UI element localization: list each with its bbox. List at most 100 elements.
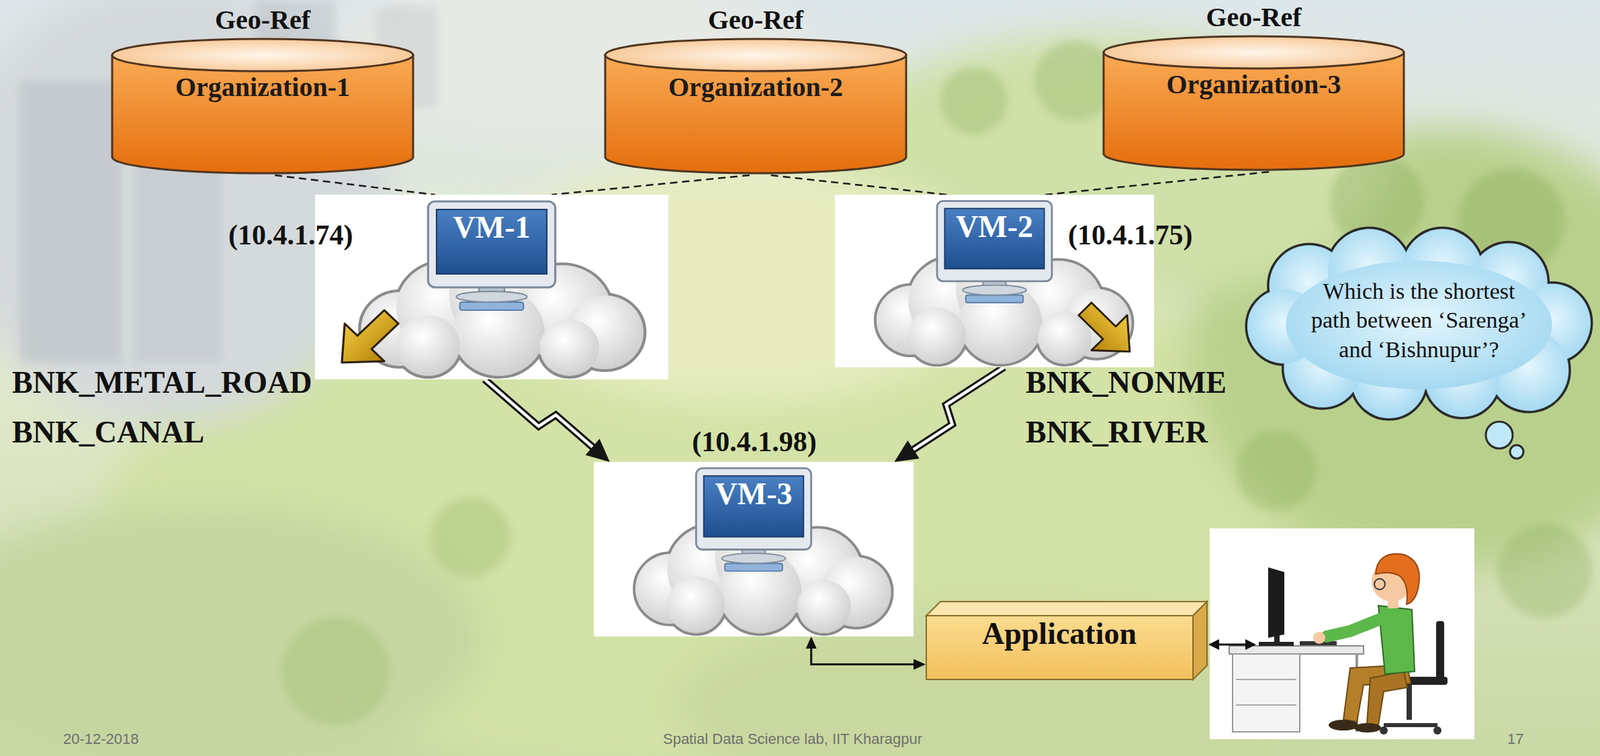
cloud-puff [797,580,852,634]
cloud-puff [452,288,545,377]
double-line-outer [484,379,594,449]
cylinder-top [1103,36,1404,69]
drawer-line [1235,679,1297,681]
keyboard [724,563,783,571]
thought-bubble-dot [1509,445,1524,459]
arrow-head [1245,639,1257,651]
arrow-head [913,658,926,670]
monitor [1268,567,1285,639]
monitor-frame [427,201,555,288]
cloud-computer [635,468,892,634]
page-number: 17 [1507,730,1524,748]
monitor-screen [703,476,805,538]
chair-pole [1406,685,1412,721]
trousers [1366,671,1408,726]
dashed-line [274,175,436,195]
cylinder-body [605,55,907,174]
node-label: Organization-2 [609,71,902,174]
shoe [1354,723,1382,733]
trees [282,40,1592,726]
cloud-outline [908,307,966,365]
label-anchor: 20-12-2018 [63,730,140,748]
illustration-panel [1209,528,1475,740]
dashed-link [274,175,436,195]
node-label: Organization-3 [1108,68,1400,170]
drawer-line [1235,704,1297,706]
thought-cloud-shape [1247,229,1591,419]
layer-name: BNK_RIVER [1025,415,1208,451]
vm-panel [593,462,914,637]
tree [1497,523,1592,618]
cloud-core [1285,260,1552,389]
monitor-frame [695,468,811,550]
monitor-base [721,553,786,564]
cylinder-top [112,38,414,72]
ip-address: (10.4.1.98) [691,425,817,459]
label-anchor: BNK_RIVER [1025,415,1208,451]
vm-label: VM-3 [703,476,805,538]
arm [1326,616,1388,637]
virtual-machine: VM-1 [315,194,669,380]
keyboard [965,295,1024,303]
double-line-inner [484,379,594,449]
transfer-arrow [1078,302,1130,352]
label-anchor: 17 [1507,730,1524,748]
user-illustration [1209,528,1475,740]
box-front [926,615,1193,680]
monitor-screen [944,208,1044,270]
chair-base [1383,723,1438,728]
node-heading: Geo-Ref [110,4,416,39]
cloud-computer [341,201,644,377]
arrow-head [1208,639,1220,651]
vm-label: VM-2 [944,208,1044,270]
layer-name: BNK_NONME [1025,365,1227,402]
keyboard [460,302,524,311]
vm-panel [315,194,669,380]
monitor-base [1258,642,1294,647]
connector-line [811,647,915,665]
monitor-screen [436,209,547,275]
node-heading: Geo-Ref [1101,1,1406,37]
app-user-arrow [1208,639,1257,651]
hand [1313,632,1326,645]
data-transfer-arrow [484,379,610,463]
tree [940,67,1008,135]
dashed-line [1045,171,1270,195]
box-top [926,601,1208,616]
monitor-base [962,285,1027,296]
thought-text: Which is the shortest path between ‘Sare… [1305,276,1534,365]
cloud-outline [396,315,461,377]
thought-bubble-dot [1485,421,1513,449]
yellow-arrow [1078,302,1130,352]
glasses [1374,579,1386,590]
arrow-head [806,636,817,649]
cloud-puff [718,550,803,634]
tree [1235,429,1317,511]
cloud-outline [797,580,852,634]
node-label: Organization-1 [116,71,409,174]
cloud-puff [396,315,461,377]
box-side [1192,601,1208,680]
database-cylinder: Geo-RefOrganization-3 [1101,1,1406,172]
cloud-puff [908,307,966,365]
dashed-line [771,175,948,195]
label-anchor: BNK_NONME [1025,365,1227,402]
app-label: Application [925,615,1193,681]
building [134,161,222,363]
data-transfer-arrow [894,367,1004,463]
cloud-outline [452,288,545,377]
arrow-line [1217,644,1247,647]
layer-name: BNK_CANAL [12,415,205,451]
double-line-outer [912,367,1005,451]
arrow-head [894,440,919,463]
shoe [1328,720,1359,731]
cylinder-top [605,38,907,72]
cloud-outline [667,576,725,634]
label-anchor: BNK_METAL_ROAD [12,365,312,402]
layer-name: BNK_METAL_ROAD [12,365,312,402]
label-anchor: (10.4.1.75) [1068,218,1193,252]
thought-cloud: Which is the shortest path between ‘Sare… [1242,225,1596,422]
label-anchor: Spatial Data Science lab, IIT Kharagpur [662,730,923,748]
yellow-arrow [341,310,399,363]
